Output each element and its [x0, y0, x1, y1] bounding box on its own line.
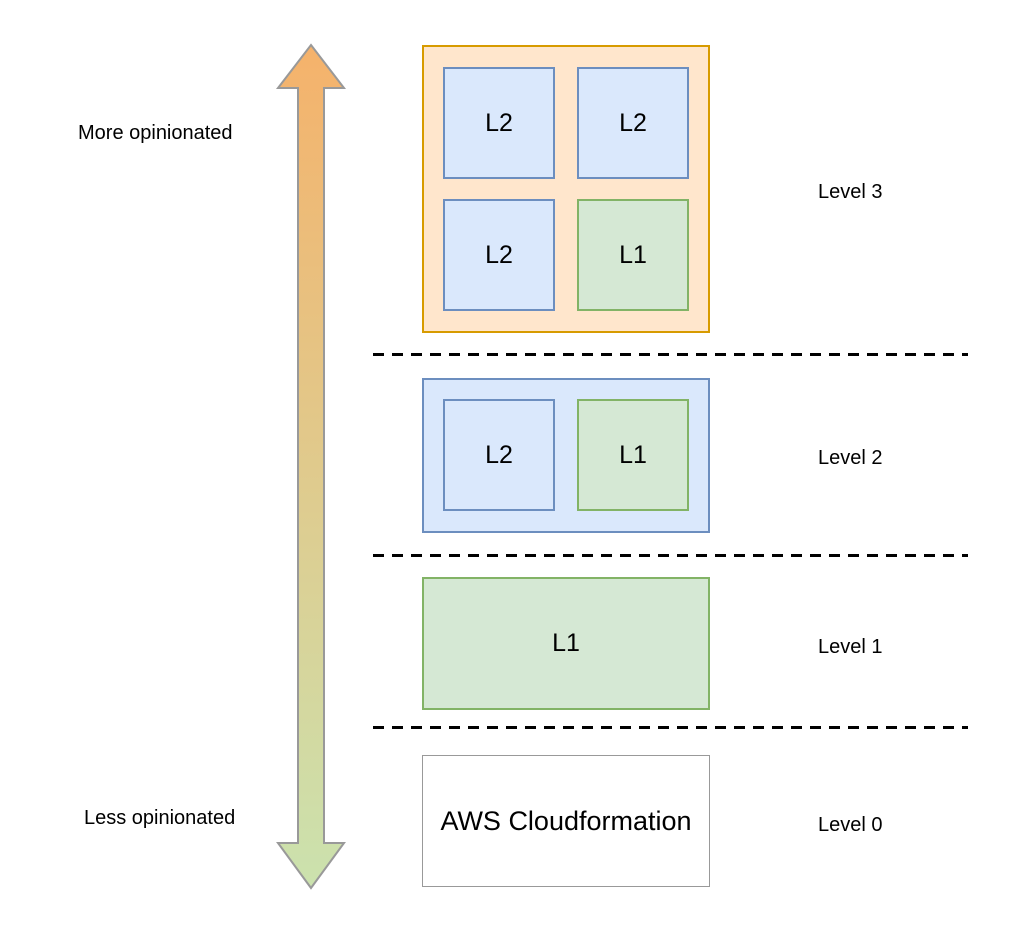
- level-divider-3-2: [373, 353, 968, 356]
- cloudformation-label: AWS Cloudformation: [440, 805, 692, 836]
- level-3-group-box: L2 L2 L2 L1: [422, 45, 710, 333]
- opinionation-gradient-arrow-icon: [275, 43, 347, 890]
- level-1-group-box: L1: [422, 577, 710, 710]
- label-less-opinionated: Less opinionated: [84, 807, 236, 829]
- construct-label: L1: [552, 629, 580, 657]
- construct-label: L1: [619, 440, 647, 469]
- construct-box-l2: L2: [443, 67, 555, 179]
- construct-box-l2: L2: [443, 399, 555, 511]
- construct-label: L2: [485, 440, 513, 469]
- level-divider-1-0: [373, 726, 968, 729]
- label-more-opinionated: More opinionated: [78, 122, 233, 144]
- level-1-label: Level 1: [818, 636, 883, 658]
- construct-box-l2: L2: [577, 67, 689, 179]
- construct-label: L2: [485, 108, 513, 137]
- construct-box-l1: L1: [577, 199, 689, 311]
- level-2-group-box: L2 L1: [422, 378, 710, 533]
- level-0-cloudformation-box: AWS Cloudformation: [422, 755, 710, 887]
- construct-box-l1: L1: [577, 399, 689, 511]
- level-2-label: Level 2: [818, 447, 883, 469]
- construct-box-l2: L2: [443, 199, 555, 311]
- construct-label: L2: [485, 240, 513, 269]
- level-divider-2-1: [373, 554, 968, 557]
- construct-label: L2: [619, 108, 647, 137]
- construct-label: L1: [619, 240, 647, 269]
- level-3-label: Level 3: [818, 181, 883, 203]
- level-0-label: Level 0: [818, 814, 883, 836]
